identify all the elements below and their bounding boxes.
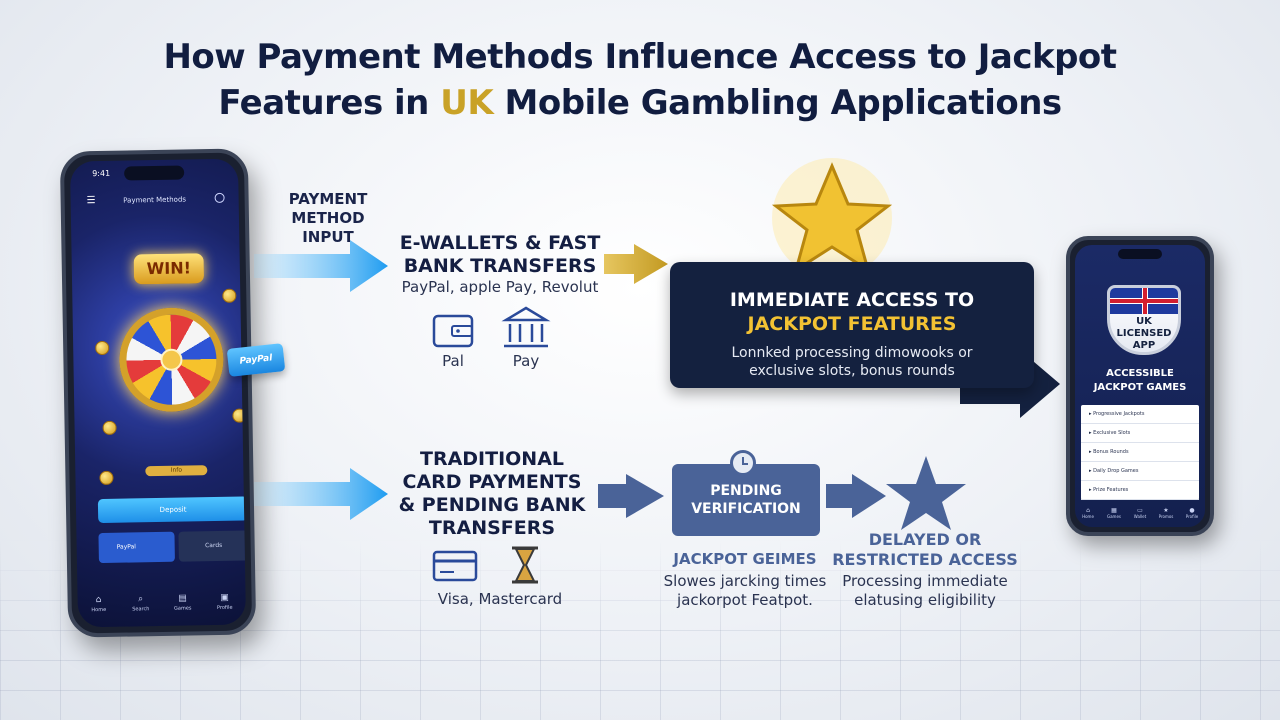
wallet-icon <box>432 314 474 348</box>
uk-flag-icon <box>1110 288 1178 314</box>
nav-item-profile[interactable]: ●Profile <box>1183 507 1201 519</box>
delayed-heading: DELAYED OR RESTRICTED ACCESS <box>832 530 1018 569</box>
ewallet-heading: E-WALLETS & FAST BANK TRANSFERS <box>399 232 601 277</box>
title-line-2-post: Mobile Gambling Applications <box>493 83 1063 123</box>
title-highlight-uk: UK <box>440 83 494 123</box>
title-line-2: Features in UK Mobile Gambling Applicati… <box>90 80 1190 126</box>
arrow-to-pending <box>598 474 664 518</box>
title-line-2-pre: Features in <box>218 83 441 123</box>
bank-icon <box>501 306 551 348</box>
arrow-to-delayed <box>826 474 886 518</box>
clock-icon <box>730 450 756 476</box>
hourglass-icon <box>512 546 538 584</box>
jackpot-star-icon <box>771 162 893 274</box>
list-item[interactable]: Bonus Rounds <box>1081 443 1199 462</box>
list-item[interactable]: Progressive Jackpots <box>1081 405 1199 424</box>
immediate-line-2: JACKPOT FEATURES <box>747 313 957 335</box>
uk-licensed-text: UK LICENSED APP <box>1116 316 1172 351</box>
ewallet-icon2-label: Pay <box>496 352 556 370</box>
page-title: How Payment Methods Influence Access to … <box>90 34 1190 126</box>
jackpot-games-heading: JACKPOT GEIMES <box>673 550 817 568</box>
traditional-sub: Visa, Mastercard <box>437 590 563 608</box>
pending-verification-box: PENDING VERIFICATION <box>672 464 820 536</box>
immediate-access-box: IMMEDIATE ACCESS TO JACKPOT FEATURES Lon… <box>670 262 1034 388</box>
ewallet-icon1-label: Pal <box>442 352 464 370</box>
profile-icon: ● <box>1189 507 1195 514</box>
credit-card-icon <box>432 550 478 582</box>
nav-label: Home <box>1082 514 1094 519</box>
right-phone-nav: ⌂Home ▦Games ▭Wallet ★Promos ●Profile <box>1075 507 1205 519</box>
traditional-heading: TRADITIONAL CARD PAYMENTS & PENDING BANK… <box>398 448 586 539</box>
uk-licensed-badge: UK LICENSED APP <box>1107 285 1181 355</box>
nav-label: Profile <box>1185 514 1199 519</box>
nav-label: Games <box>1107 514 1121 519</box>
wallet-icon: ▭ <box>1137 507 1143 514</box>
nav-item-home[interactable]: ⌂Home <box>1079 507 1097 519</box>
jackpot-games-list: Progressive Jackpots Exclusive Slots Bon… <box>1081 405 1199 500</box>
list-item[interactable]: Prize Features <box>1081 481 1199 500</box>
ewallet-sub: PayPal, apple Pay, Revolut <box>401 278 599 296</box>
arrow-to-immediate <box>604 244 668 284</box>
arrow-to-ewallet <box>254 240 388 292</box>
list-item[interactable]: Daily Drop Games <box>1081 462 1199 481</box>
arrow-to-traditional <box>254 468 388 520</box>
nav-label: Wallet <box>1133 514 1147 519</box>
accessible-jackpot-title: ACCESSIBLE JACKPOT GAMES <box>1093 368 1187 393</box>
immediate-line-3: Lonnked processing dimowooks or exclusiv… <box>731 345 973 379</box>
list-item[interactable]: Exclusive Slots <box>1081 424 1199 443</box>
right-phone-screen: UK LICENSED APP ACCESSIBLE JACKPOT GAMES… <box>1075 245 1205 527</box>
right-phone: UK LICENSED APP ACCESSIBLE JACKPOT GAMES… <box>1066 236 1214 536</box>
immediate-line-1: IMMEDIATE ACCESS TO <box>729 289 975 311</box>
delayed-star-icon <box>886 456 966 530</box>
apple-pay-text: Pay <box>512 352 540 370</box>
title-line-1: How Payment Methods Influence Access to … <box>163 37 1117 77</box>
delayed-sub: Processing immediate elatusing eligibili… <box>842 572 1008 609</box>
nav-item-promos[interactable]: ★Promos <box>1157 507 1175 519</box>
nav-item-wallet[interactable]: ▭Wallet <box>1131 507 1149 519</box>
home-icon: ⌂ <box>1086 507 1090 514</box>
phone-notch <box>1118 249 1162 259</box>
promo-icon: ★ <box>1163 507 1169 514</box>
nav-label: Promos <box>1158 514 1174 519</box>
jackpot-games-sub: Slowes jarcking times jackorpot Featpot. <box>663 572 827 609</box>
nav-item-games[interactable]: ▦Games <box>1105 507 1123 519</box>
games-icon: ▦ <box>1111 507 1117 514</box>
payment-input-label: PAYMENT METHOD INPUT <box>288 190 368 246</box>
